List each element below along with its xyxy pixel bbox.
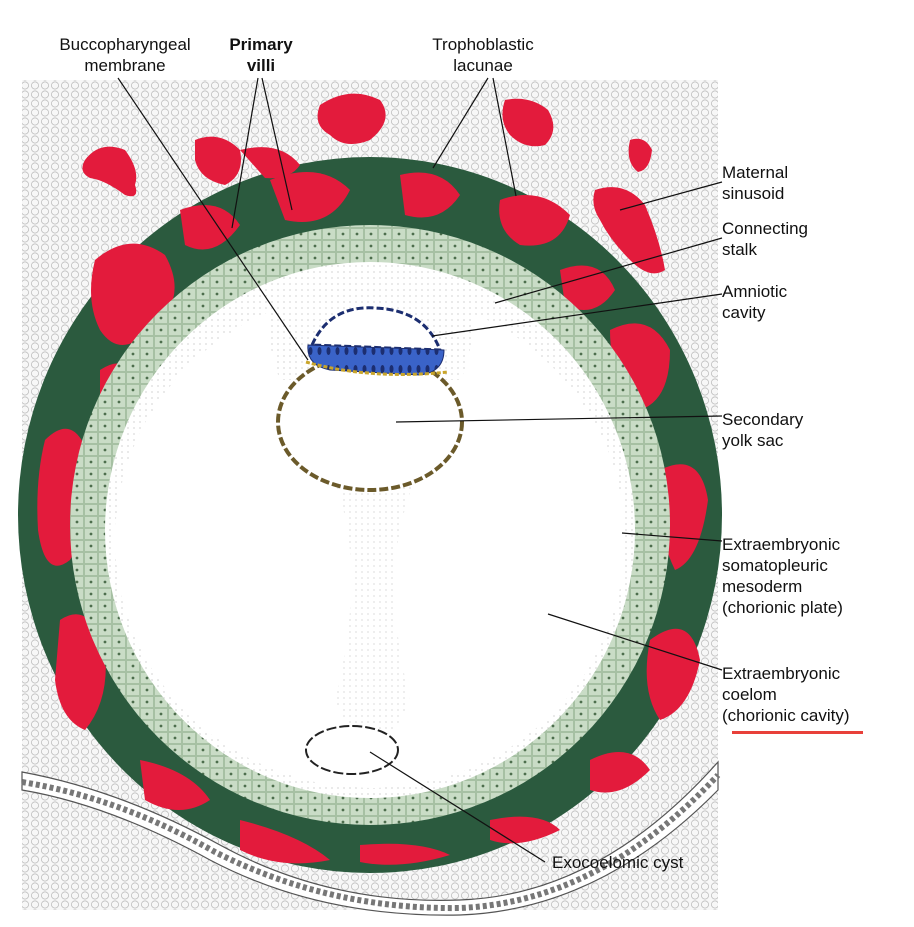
label-extraembryonic-coelom: Extraembryonic coelom (chorionic cavity) <box>722 664 850 725</box>
label-exocoelomic-cyst: Exocoelomic cyst <box>552 853 684 872</box>
label-connecting-stalk: Connecting stalk <box>722 219 809 259</box>
label-amniotic-cavity: Amniotic cavity <box>722 282 788 322</box>
leader-lines <box>117 77 723 863</box>
maternal-sinusoids <box>82 93 665 274</box>
exocoelomic-cyst-shape <box>305 725 399 775</box>
highlight-underline <box>732 731 863 734</box>
hypoblast <box>305 360 449 376</box>
label-secondary-yolk-sac: Secondary yolk sac <box>722 410 804 450</box>
label-primary-villi: Primary villi <box>229 35 293 75</box>
uterine-epithelium <box>21 760 719 916</box>
label-trophoblastic-lacunae: Trophoblastic lacunae <box>432 35 534 75</box>
amniotic-cavity <box>309 306 443 352</box>
label-buccopharyngeal-membrane: Buccopharyngeal membrane <box>59 35 191 75</box>
label-somatopleuric-mesoderm: Extraembryonic somatopleuric mesoderm (c… <box>722 535 843 617</box>
label-maternal-sinusoid: Maternal sinusoid <box>722 163 789 203</box>
